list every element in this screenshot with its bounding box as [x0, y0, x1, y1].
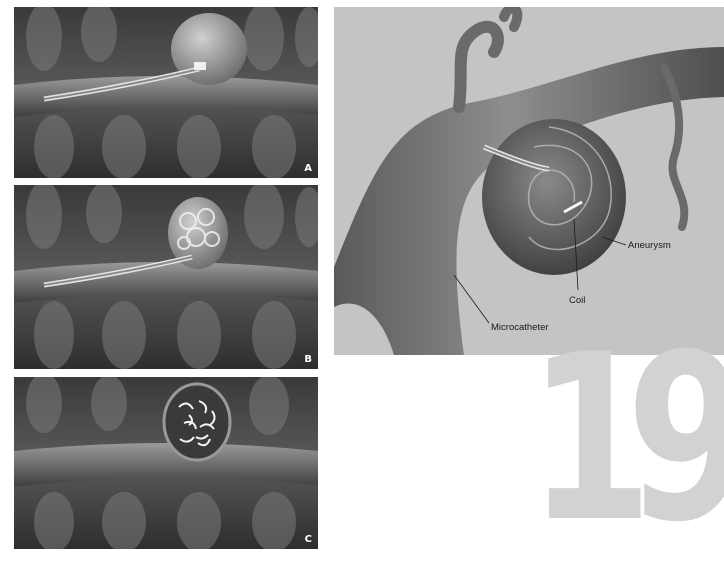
- aneurysm-diagram: Aneurysm Coil Microcatheter: [334, 7, 724, 355]
- coil-label: Coil: [569, 295, 585, 306]
- panel-label-b: B: [304, 354, 312, 365]
- panel-label-a: A: [304, 163, 312, 174]
- chapter-number: 19: [528, 330, 681, 549]
- panel-b-illustration: [14, 185, 318, 369]
- panel-c: C: [14, 377, 318, 549]
- panel-a: A: [14, 7, 318, 178]
- panel-b: B: [14, 185, 318, 369]
- panel-label-c: C: [305, 534, 312, 545]
- panel-c-illustration: [14, 377, 318, 549]
- aneurysm-coil-illustration: Aneurysm Coil Microcatheter: [334, 7, 724, 355]
- aneurysm-sac: [482, 119, 626, 275]
- aneurysm-label: Aneurysm: [628, 240, 671, 251]
- panel-a-illustration: [14, 7, 318, 178]
